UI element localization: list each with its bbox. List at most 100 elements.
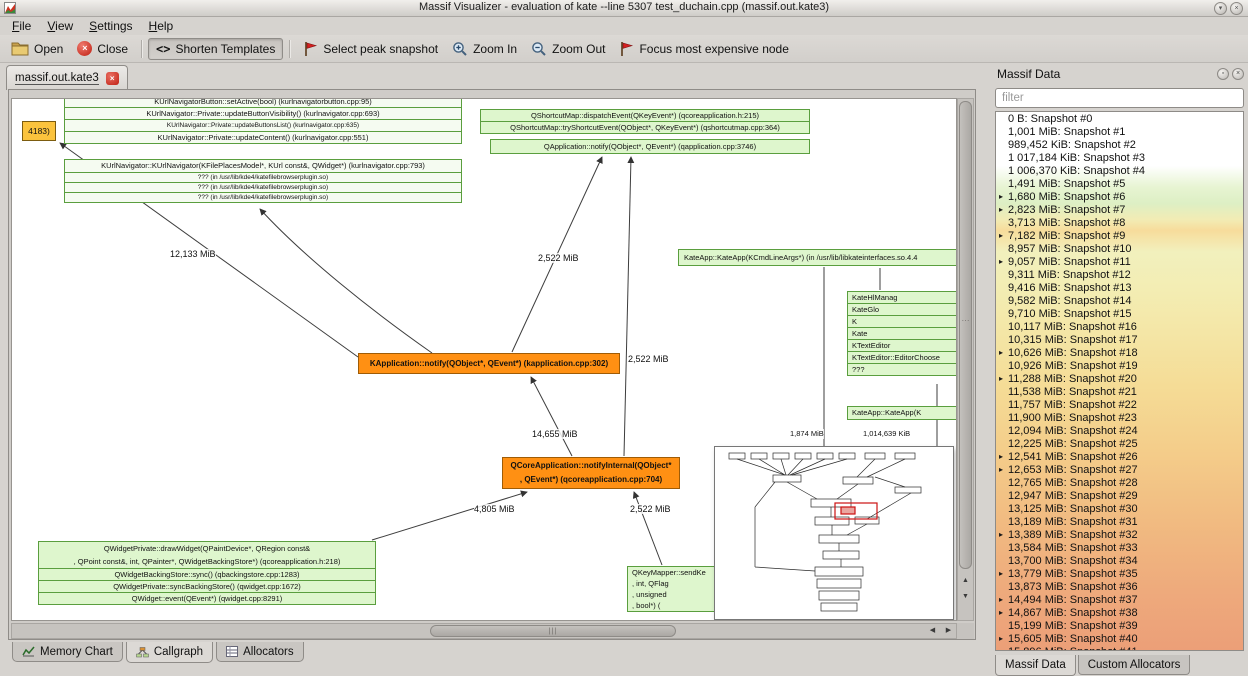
snapshot-item[interactable]: 10,926 MiB: Snapshot #19 <box>996 359 1243 372</box>
snapshot-item[interactable]: 0 B: Snapshot #0 <box>996 112 1243 125</box>
snapshot-item[interactable]: 1 006,370 KiB: Snapshot #4 <box>996 164 1243 177</box>
menu-settings[interactable]: Settings <box>89 19 133 33</box>
snapshot-item[interactable]: 13,189 MiB: Snapshot #31 <box>996 515 1243 528</box>
tab-memory-chart[interactable]: Memory Chart <box>12 642 123 662</box>
window-close-button[interactable]: × <box>1230 2 1243 15</box>
snapshot-item[interactable]: 1,001 MiB: Snapshot #1 <box>996 125 1243 138</box>
snapshot-item[interactable]: 8,957 MiB: Snapshot #10 <box>996 242 1243 255</box>
menu-file[interactable]: File <box>12 19 32 33</box>
select-peak-snapshot-button[interactable]: Select peak snapshot <box>296 38 445 60</box>
tab-callgraph[interactable]: Callgraph <box>125 642 214 663</box>
vertical-scrollbar[interactable]: ▲ ▼ <box>957 98 974 621</box>
snapshot-item[interactable]: 989,452 KiB: Snapshot #2 <box>996 138 1243 151</box>
scroll-right-icon[interactable]: ▶ <box>945 627 952 634</box>
snapshot-item[interactable]: 9,710 MiB: Snapshot #15 <box>996 307 1243 320</box>
graph-node[interactable]: QShortcutMap::tryShortcutEvent(QObject*,… <box>480 121 810 134</box>
callgraph-canvas[interactable]: KUrlNavigatorButton::setActive(bool) (ku… <box>11 98 957 621</box>
vertical-scrollbar-thumb[interactable] <box>959 101 972 569</box>
snapshot-item[interactable]: 10,117 MiB: Snapshot #16 <box>996 320 1243 333</box>
scroll-left-icon[interactable]: ◀ <box>929 627 936 634</box>
shorten-templates-button[interactable]: <> Shorten Templates <box>148 37 284 60</box>
focus-expensive-node-button[interactable]: Focus most expensive node <box>612 38 795 60</box>
snapshot-item[interactable]: 1 017,184 KiB: Snapshot #3 <box>996 151 1243 164</box>
snapshot-item[interactable]: 15,896 MiB: Snapshot #41 <box>996 645 1243 651</box>
expand-arrow-icon[interactable]: ▸ <box>999 595 1004 604</box>
snapshot-item[interactable]: ▸2,823 MiB: Snapshot #7 <box>996 203 1243 216</box>
graph-node-drawwidget[interactable]: QWidgetPrivate::drawWidget(QPaintDevice*… <box>38 541 376 569</box>
snapshot-item[interactable]: 11,538 MiB: Snapshot #21 <box>996 385 1243 398</box>
menu-help[interactable]: Help <box>148 19 174 33</box>
expand-arrow-icon[interactable]: ▸ <box>999 348 1004 357</box>
snapshot-item[interactable]: 13,700 MiB: Snapshot #34 <box>996 554 1243 567</box>
snapshot-item[interactable]: 11,900 MiB: Snapshot #23 <box>996 411 1243 424</box>
graph-node-qapplication-notify[interactable]: QApplication::notify(QObject*, QEvent*) … <box>490 139 810 154</box>
dock-close-icon[interactable]: × <box>1232 68 1244 80</box>
expand-arrow-icon[interactable]: ▸ <box>999 530 1004 539</box>
snapshot-item[interactable]: ▸13,779 MiB: Snapshot #35 <box>996 567 1243 580</box>
snapshot-item[interactable]: ▸14,494 MiB: Snapshot #37 <box>996 593 1243 606</box>
graph-node[interactable]: KUrlNavigator::Private::updateContent() … <box>64 131 462 144</box>
graph-node-kateapp[interactable]: KateApp::KateApp(KCmdLineArgs*) (in /usr… <box>678 249 956 266</box>
snapshot-item[interactable]: ▸12,541 MiB: Snapshot #26 <box>996 450 1243 463</box>
snapshot-item[interactable]: 10,315 MiB: Snapshot #17 <box>996 333 1243 346</box>
snapshot-item[interactable]: 12,225 MiB: Snapshot #25 <box>996 437 1243 450</box>
graph-node-truncated[interactable]: 4183) <box>22 121 56 141</box>
graph-node-notifyinternal[interactable]: QCoreApplication::notifyInternal(QObject… <box>502 457 680 489</box>
snapshot-item[interactable]: 9,416 MiB: Snapshot #13 <box>996 281 1243 294</box>
graph-node[interactable]: KUrlNavigator::KUrlNavigator(KFilePlaces… <box>64 159 462 173</box>
horizontal-scrollbar-thumb[interactable] <box>430 625 676 638</box>
overview-minimap[interactable] <box>714 446 954 620</box>
graph-node[interactable]: ??? (in /usr/lib/kde4/katefilebrowserplu… <box>64 192 462 203</box>
snapshot-item[interactable]: 13,125 MiB: Snapshot #30 <box>996 502 1243 515</box>
zoom-in-button[interactable]: Zoom In <box>445 38 524 60</box>
horizontal-scrollbar[interactable]: ◀ ▶ <box>11 623 957 639</box>
tab-custom-allocators[interactable]: Custom Allocators <box>1077 655 1191 675</box>
expand-arrow-icon[interactable]: ▸ <box>999 452 1004 461</box>
snapshot-item[interactable]: 11,757 MiB: Snapshot #22 <box>996 398 1243 411</box>
snapshot-item[interactable]: 15,199 MiB: Snapshot #39 <box>996 619 1243 632</box>
graph-node[interactable]: QWidget::event(QEvent*) (qwidget.cpp:829… <box>38 592 376 605</box>
expand-arrow-icon[interactable]: ▸ <box>999 634 1004 643</box>
snapshot-item[interactable]: 1,491 MiB: Snapshot #5 <box>996 177 1243 190</box>
snapshot-item[interactable]: 12,947 MiB: Snapshot #29 <box>996 489 1243 502</box>
snapshot-item[interactable]: ▸9,057 MiB: Snapshot #11 <box>996 255 1243 268</box>
snapshot-item[interactable]: ▸13,389 MiB: Snapshot #32 <box>996 528 1243 541</box>
snapshot-item[interactable]: 9,582 MiB: Snapshot #14 <box>996 294 1243 307</box>
tab-allocators[interactable]: Allocators <box>216 642 304 662</box>
expand-arrow-icon[interactable]: ▸ <box>999 608 1004 617</box>
graph-node-qkeymapper[interactable]: QKeyMapper::sendKe , int, QFlag , unsign… <box>627 566 723 612</box>
snapshot-item[interactable]: 9,311 MiB: Snapshot #12 <box>996 268 1243 281</box>
snapshot-item[interactable]: ▸7,182 MiB: Snapshot #9 <box>996 229 1243 242</box>
tab-massif-data[interactable]: Massif Data <box>995 655 1076 676</box>
snapshot-item[interactable]: 13,873 MiB: Snapshot #36 <box>996 580 1243 593</box>
snapshot-item[interactable]: ▸10,626 MiB: Snapshot #18 <box>996 346 1243 359</box>
expand-arrow-icon[interactable]: ▸ <box>999 569 1004 578</box>
expand-arrow-icon[interactable]: ▸ <box>999 205 1004 214</box>
snapshot-item[interactable]: ▸14,867 MiB: Snapshot #38 <box>996 606 1243 619</box>
dock-float-icon[interactable]: ▫ <box>1217 68 1229 80</box>
tab-massif-out-kate3[interactable]: massif.out.kate3 × <box>6 65 128 90</box>
snapshot-item[interactable]: 12,094 MiB: Snapshot #24 <box>996 424 1243 437</box>
expand-arrow-icon[interactable]: ▸ <box>999 257 1004 266</box>
snapshot-item[interactable]: 13,584 MiB: Snapshot #33 <box>996 541 1243 554</box>
zoom-out-button[interactable]: Zoom Out <box>524 38 612 60</box>
snapshot-item[interactable]: 12,765 MiB: Snapshot #28 <box>996 476 1243 489</box>
expand-arrow-icon[interactable]: ▸ <box>999 465 1004 474</box>
expand-arrow-icon[interactable]: ▸ <box>999 374 1004 383</box>
expand-arrow-icon[interactable]: ▸ <box>999 231 1004 240</box>
minimize-button[interactable]: ▾ <box>1214 2 1227 15</box>
expand-arrow-icon[interactable]: ▸ <box>999 192 1004 201</box>
graph-node-kapplication-notify[interactable]: KApplication::notify(QObject*, QEvent*) … <box>358 353 620 374</box>
filter-input[interactable] <box>995 88 1244 108</box>
graph-node[interactable]: KateApp::KateApp(K <box>847 406 956 420</box>
snapshot-item[interactable]: ▸12,653 MiB: Snapshot #27 <box>996 463 1243 476</box>
graph-node[interactable]: ??? <box>847 363 956 376</box>
snapshot-item[interactable]: ▸1,680 MiB: Snapshot #6 <box>996 190 1243 203</box>
tab-close-icon[interactable]: × <box>105 71 119 85</box>
close-document-button[interactable]: × Close <box>70 38 135 59</box>
scroll-up-icon[interactable]: ▲ <box>962 577 969 584</box>
snapshot-item[interactable]: ▸11,288 MiB: Snapshot #20 <box>996 372 1243 385</box>
snapshot-item[interactable]: ▸15,605 MiB: Snapshot #40 <box>996 632 1243 645</box>
snapshot-item[interactable]: 3,713 MiB: Snapshot #8 <box>996 216 1243 229</box>
